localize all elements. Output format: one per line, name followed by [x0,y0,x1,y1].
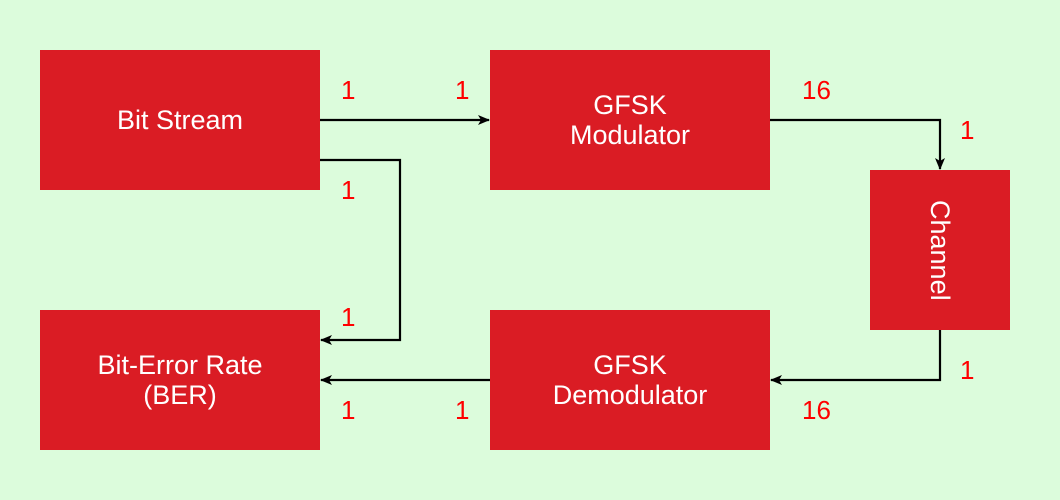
port-label-ber-in-top: 1 [341,302,356,332]
port-label-modulator-in: 1 [455,75,470,105]
port-label-demodulator-in: 16 [802,395,831,425]
port-label-ber-in-bottom: 1 [341,395,356,425]
wire-modulator-to-channel [770,118,945,170]
block-label: Bit Stream [117,105,243,135]
block-label-line: Modulator [569,120,691,150]
block-label-line: Channel [925,199,955,301]
block-label: Channel [925,200,955,301]
block-label-line: GFSK [593,90,667,120]
bit-stream-block[interactable]: Bit Stream [40,50,320,190]
block-label: Bit-Error Rate(BER) [97,350,262,410]
port-label-channel-out: 1 [960,355,975,385]
ber-block[interactable]: Bit-Error Rate(BER) [40,310,320,450]
block-label-line: (BER) [143,380,217,410]
port-label-bit-stream-out-top: 1 [341,75,356,105]
port-label-modulator-out: 16 [802,75,831,105]
block-label-line: Demodulator [552,380,708,410]
port-label-demodulator-out: 1 [455,395,470,425]
wire-channel-to-demodulator [770,330,942,385]
port-label-bit-stream-out-bottom: 1 [341,175,356,205]
channel-block[interactable]: Channel [870,170,1010,330]
block-label-line: GFSK [593,350,667,380]
block-label-line: Bit-Error Rate [97,350,263,380]
wire-bit-stream-to-ber [320,158,402,345]
block-label-line: Bit Stream [116,105,244,135]
port-label-channel-in: 1 [960,115,975,145]
